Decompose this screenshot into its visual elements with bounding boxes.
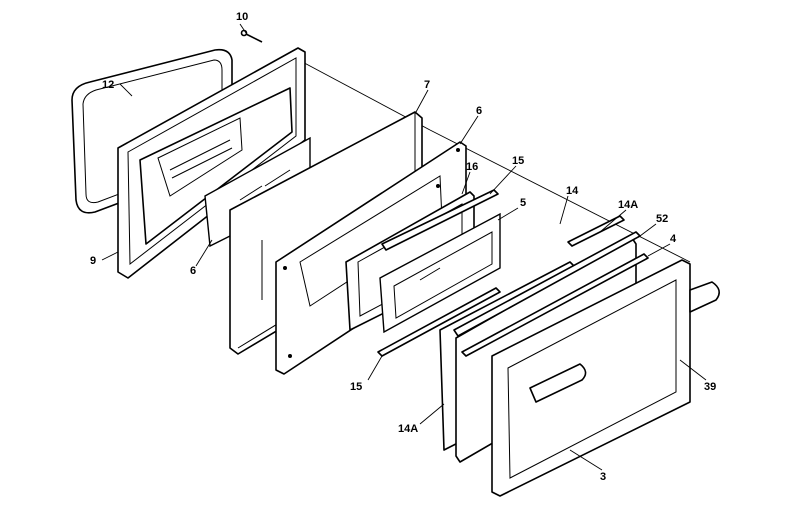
callout-5: 5 (520, 197, 526, 209)
callout-6-top: 6 (476, 105, 482, 117)
part-14a-bracket-top (567, 215, 625, 247)
callout-labels: 10 12 7 6 16 15 5 14 14A 52 4 9 6 15 14A… (90, 11, 716, 483)
part-5-glass (379, 212, 501, 334)
callout-7: 7 (424, 79, 430, 91)
callout-15-top: 15 (512, 155, 524, 167)
part-15-glass-channel-top (381, 189, 499, 251)
callout-14a-top: 14A (618, 199, 638, 211)
callout-15-bottom: 15 (350, 381, 362, 393)
part-4-channel (461, 253, 649, 357)
part-3-outer-door-frame (491, 259, 691, 497)
callout-4: 4 (670, 233, 677, 245)
part-9-door-liner (117, 47, 306, 279)
callout-39: 39 (704, 381, 716, 393)
callout-leaders (101, 23, 707, 471)
part-10-screw (240, 29, 263, 43)
part-15-glass-channel-bottom (377, 287, 501, 357)
callout-6-bottom: 6 (190, 265, 196, 277)
callout-10: 10 (236, 11, 248, 23)
window-opening-hatch (169, 139, 233, 179)
callout-12: 12 (102, 79, 114, 91)
callout-14a-bottom: 14A (398, 423, 418, 435)
callout-3: 3 (600, 471, 606, 483)
part-39-door-handle (529, 281, 720, 403)
callout-16: 16 (466, 161, 478, 173)
callout-52: 52 (656, 213, 668, 225)
callout-14: 14 (566, 185, 579, 197)
callout-9: 9 (90, 255, 96, 267)
